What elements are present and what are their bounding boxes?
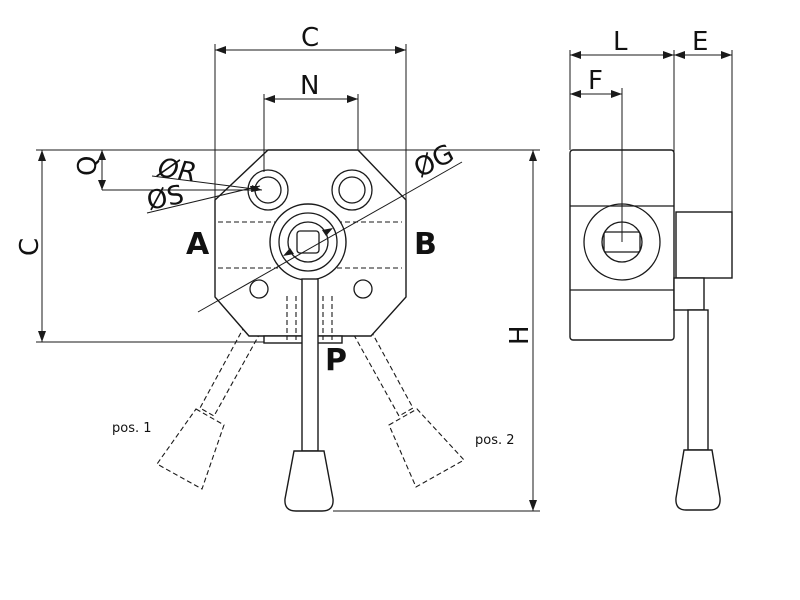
label-port-b: B [414,227,437,262]
lower-hole-right [353,279,373,299]
side-boss [673,211,733,511]
label-s: ØS [144,180,186,217]
handle-center [284,278,334,512]
label-port-p: P [325,343,347,378]
dim-l [569,50,675,212]
label-r: ØR [155,153,198,188]
upper-hole-right [331,169,373,211]
label-e: E [692,27,708,57]
dim-h [333,149,540,512]
label-n: N [300,71,319,101]
label-c-left: C [15,238,45,256]
dim-e [674,50,733,212]
label-pos1: pos. 1 [112,421,152,436]
dim-c-left [36,149,268,343]
dim-f [570,88,623,242]
label-l: L [613,27,628,57]
label-port-a: A [186,227,210,262]
leader-g [197,161,463,313]
label-h: H [505,325,535,345]
internal-passages [218,221,402,340]
leader-s [146,185,261,214]
lower-hole-left [249,279,269,299]
label-pos2: pos. 2 [475,433,515,448]
leader-r [151,175,263,191]
label-f: F [588,66,603,96]
label-g: ØG [409,139,459,185]
label-c-top: C [301,23,319,53]
lever-hub [269,203,347,281]
dim-n [263,94,359,172]
label-q: Q [73,156,103,176]
dim-c-top [214,44,407,200]
